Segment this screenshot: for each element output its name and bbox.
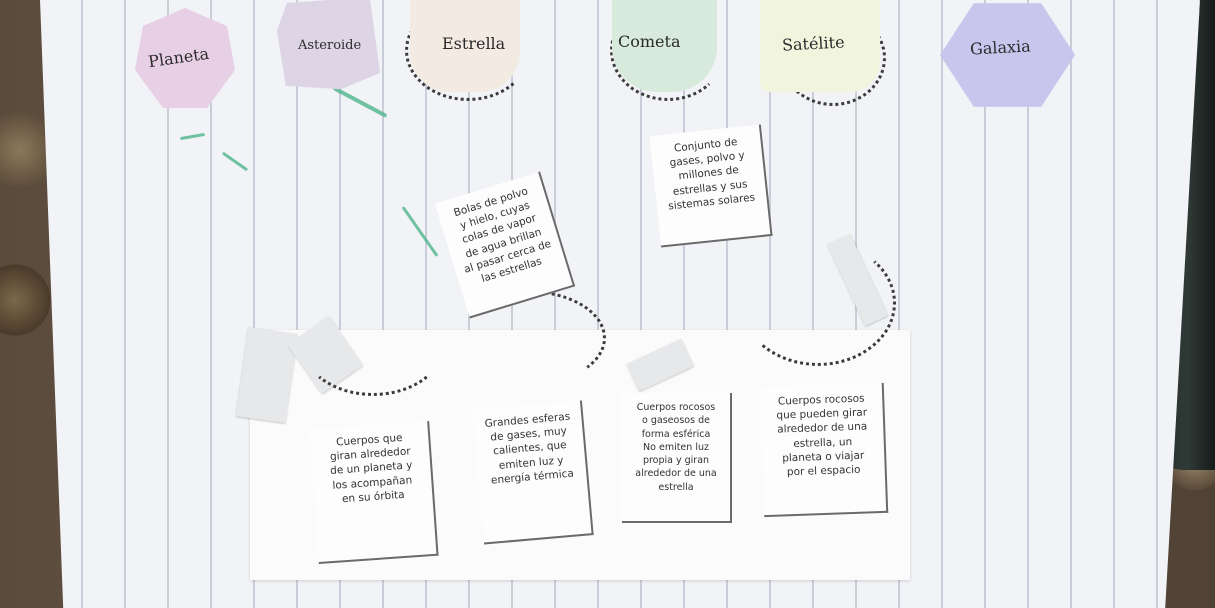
estrella-shape xyxy=(410,0,520,92)
asteroide-label: Asteroide xyxy=(298,38,362,53)
asteroide-definition-card: Cuerpos rocosos que pueden girar alreded… xyxy=(759,382,889,518)
estrella-label: Estrella xyxy=(442,34,506,53)
dotted-arc xyxy=(610,0,726,101)
satelite-definition-card: Cuerpos que giran alrededor de un planet… xyxy=(309,420,439,565)
card-line: forma esférica xyxy=(641,428,711,440)
dotted-arc xyxy=(780,10,886,106)
card-line: propia y giran xyxy=(642,455,710,467)
card-line: o gaseosos de xyxy=(642,415,710,427)
card-line: No emiten luz xyxy=(643,441,709,453)
dotted-arc xyxy=(740,240,896,366)
planeta-shape xyxy=(135,8,235,108)
dotted-arc xyxy=(300,290,446,396)
card-line: alrededor de una xyxy=(635,468,717,480)
galaxia-label: Galaxia xyxy=(969,36,1032,59)
satelite-shape xyxy=(760,0,880,92)
satelite-label: Satélite xyxy=(781,32,845,55)
cometa-label: Cometa xyxy=(618,32,681,51)
galaxia-definition-card: Conjunto de gases, polvo y millones de e… xyxy=(649,124,773,248)
dotted-arc xyxy=(405,0,531,101)
estrella-definition-card: Grandes esferas de gases, muy calientes,… xyxy=(472,400,594,545)
planeta-definition-card: Cuerpos rocosos o gaseosos de forma esfé… xyxy=(622,393,732,523)
card-line: estrella xyxy=(658,481,694,493)
cometa-shape xyxy=(612,0,717,92)
card-line: Cuerpos rocosos xyxy=(636,402,716,413)
